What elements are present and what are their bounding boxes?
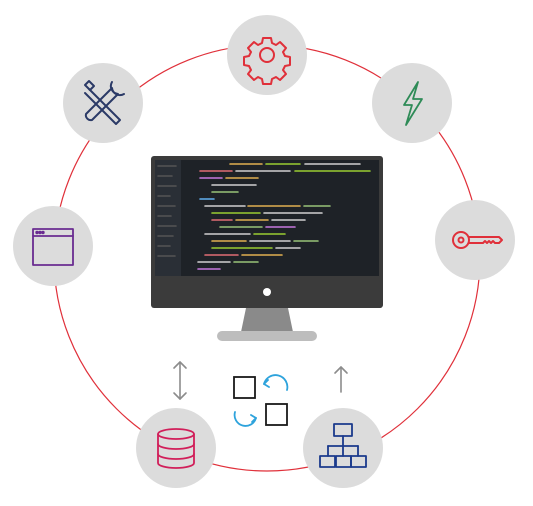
key-node bbox=[435, 200, 515, 280]
up-arrow-icon bbox=[334, 366, 348, 393]
org-chart-icon bbox=[319, 423, 367, 468]
hierarchy-node bbox=[303, 408, 383, 488]
database-icon bbox=[157, 428, 195, 469]
power-button-icon bbox=[263, 288, 271, 296]
code-lines bbox=[157, 163, 371, 270]
gear-icon bbox=[243, 37, 291, 85]
bidirectional-arrow-icon bbox=[173, 361, 187, 400]
sync-squares-icon bbox=[233, 374, 289, 427]
monitor-screen bbox=[155, 160, 379, 276]
wrench-node bbox=[63, 63, 143, 143]
lightning-bolt-icon bbox=[403, 81, 423, 126]
database-node bbox=[136, 408, 216, 488]
bolt-node bbox=[372, 63, 452, 143]
key-icon bbox=[452, 231, 503, 249]
monitor bbox=[151, 156, 383, 341]
monitor-base bbox=[217, 331, 317, 341]
monitor-stand bbox=[241, 308, 293, 332]
wrench-screwdriver-icon bbox=[84, 80, 125, 125]
gear-node bbox=[227, 15, 307, 95]
browser-window-icon bbox=[32, 228, 74, 266]
window-node bbox=[13, 206, 93, 286]
